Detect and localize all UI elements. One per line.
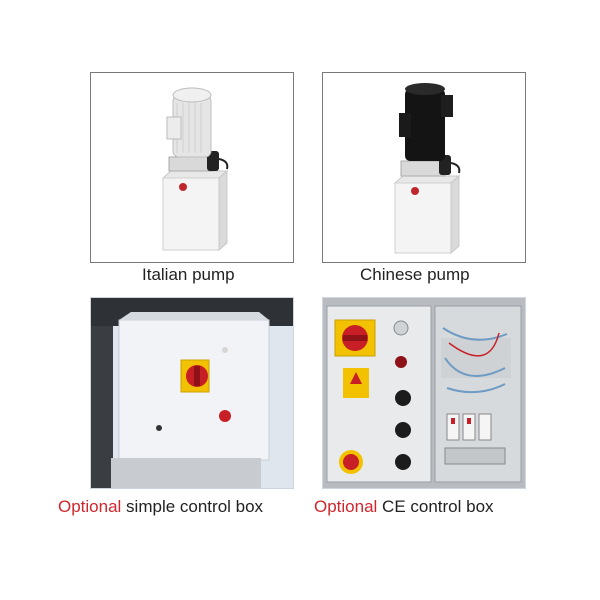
rotary-switch-icon bbox=[180, 359, 210, 393]
hydraulic-tank-icon bbox=[161, 169, 229, 252]
simple-box-frame bbox=[90, 297, 294, 489]
ce-box-caption: Optional CE control box bbox=[314, 497, 494, 517]
warning-label-icon bbox=[343, 368, 369, 398]
italian-pump-illustration bbox=[161, 87, 229, 252]
chinese-pump-frame bbox=[322, 72, 526, 263]
hydraulic-tank-icon bbox=[393, 174, 461, 255]
rotary-switch-icon bbox=[334, 319, 376, 357]
pump-motor-icon bbox=[399, 83, 453, 161]
simple-box-caption-prefix: Optional bbox=[58, 497, 122, 516]
chinese-pump-illustration bbox=[393, 83, 461, 255]
pump-motor-icon bbox=[166, 87, 212, 158]
ce-box-caption-prefix: Optional bbox=[314, 497, 378, 516]
simple-box-caption-rest: simple control box bbox=[121, 497, 264, 516]
push-button-icon bbox=[395, 390, 411, 406]
ce-box-caption-rest: CE control box bbox=[377, 497, 494, 516]
italian-pump-frame bbox=[90, 72, 294, 263]
oil-cap-icon bbox=[411, 187, 419, 195]
push-button-icon bbox=[219, 410, 231, 422]
oil-cap-icon bbox=[179, 183, 187, 191]
ce-box-frame bbox=[322, 297, 526, 489]
simple-control-box-photo bbox=[91, 298, 293, 488]
chinese-pump-caption: Chinese pump bbox=[360, 265, 470, 284]
ce-control-box-photo bbox=[323, 298, 525, 488]
italian-pump-caption: Italian pump bbox=[142, 265, 235, 284]
simple-box-caption: Optional simple control box bbox=[58, 497, 263, 517]
